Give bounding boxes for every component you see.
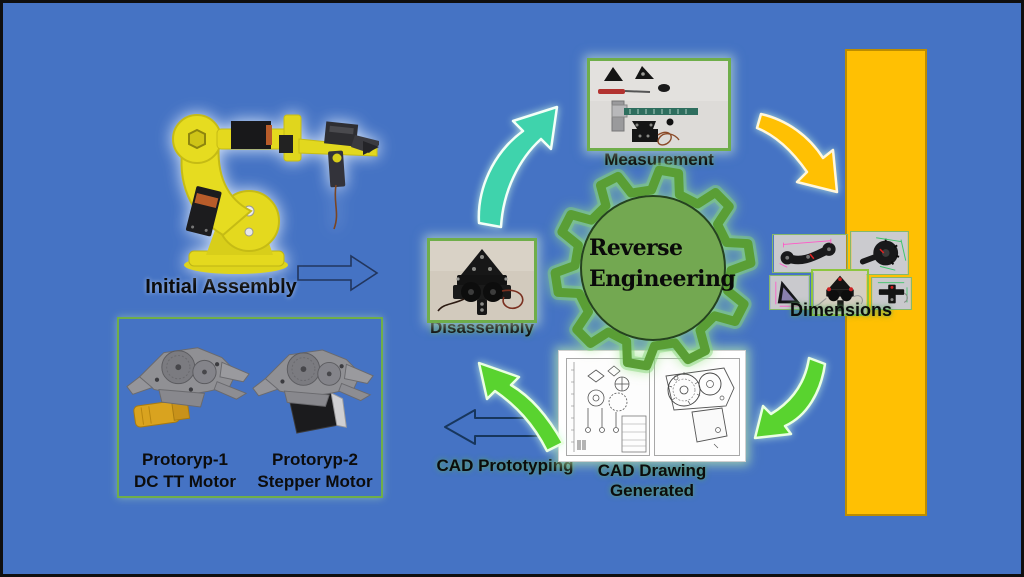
prototypes-box: Protoryp-1 DC TT Motor Protoryp-2 Steppe… [117, 317, 383, 498]
dimensions-image-bracket [769, 275, 810, 310]
dimensions-image-gear [850, 231, 909, 275]
measurement-image [587, 58, 731, 151]
initial-assembly-label: Initial Assembly [145, 276, 297, 298]
dimensions-image-lever [772, 234, 848, 273]
cad-prototyping-label: CAD Prototyping [436, 456, 574, 475]
flow-arrow-initial-to-disassembly [297, 254, 379, 292]
gear-icon [547, 162, 759, 374]
prototype-1-name: Protoryp-1 [142, 450, 228, 469]
robot-arm-image [172, 114, 379, 274]
center-badge-line1: Reverse [589, 235, 683, 261]
dimensions-label: Dimensions [789, 300, 893, 320]
dimensions-image-assembly [811, 269, 869, 316]
cad-drawing-label-line2: Generated [609, 481, 695, 500]
prototype-1-render [126, 347, 250, 428]
cad-drawing-label-line1: CAD Drawing [597, 461, 707, 480]
cad-drawing-image [558, 350, 746, 462]
center-badge-text: Reverse Engineering [589, 233, 749, 295]
dimensions-image-tpart [871, 277, 912, 310]
center-badge-line2: Engineering [589, 266, 736, 292]
prototype-2-motor: Stepper Motor [257, 472, 373, 491]
cad-sheet-right [654, 358, 740, 456]
flow-arrow-to-prototypes [444, 409, 548, 445]
disassembly-image [427, 238, 537, 323]
prototype-2-name: Protoryp-2 [272, 450, 358, 469]
measurement-label: Measurement [604, 150, 714, 169]
prototype-1-motor: DC TT Motor [134, 472, 236, 491]
flow-arrow-measurement-to-dimensions [755, 112, 839, 194]
flow-arrow-dimensions-to-cad [753, 356, 827, 440]
flow-arrow-disassembly-to-measurement [477, 105, 559, 229]
prototype-2-render [252, 349, 374, 434]
flow-arrow-cad-to-prototyping [477, 361, 565, 453]
cad-sheet-left [566, 358, 650, 456]
